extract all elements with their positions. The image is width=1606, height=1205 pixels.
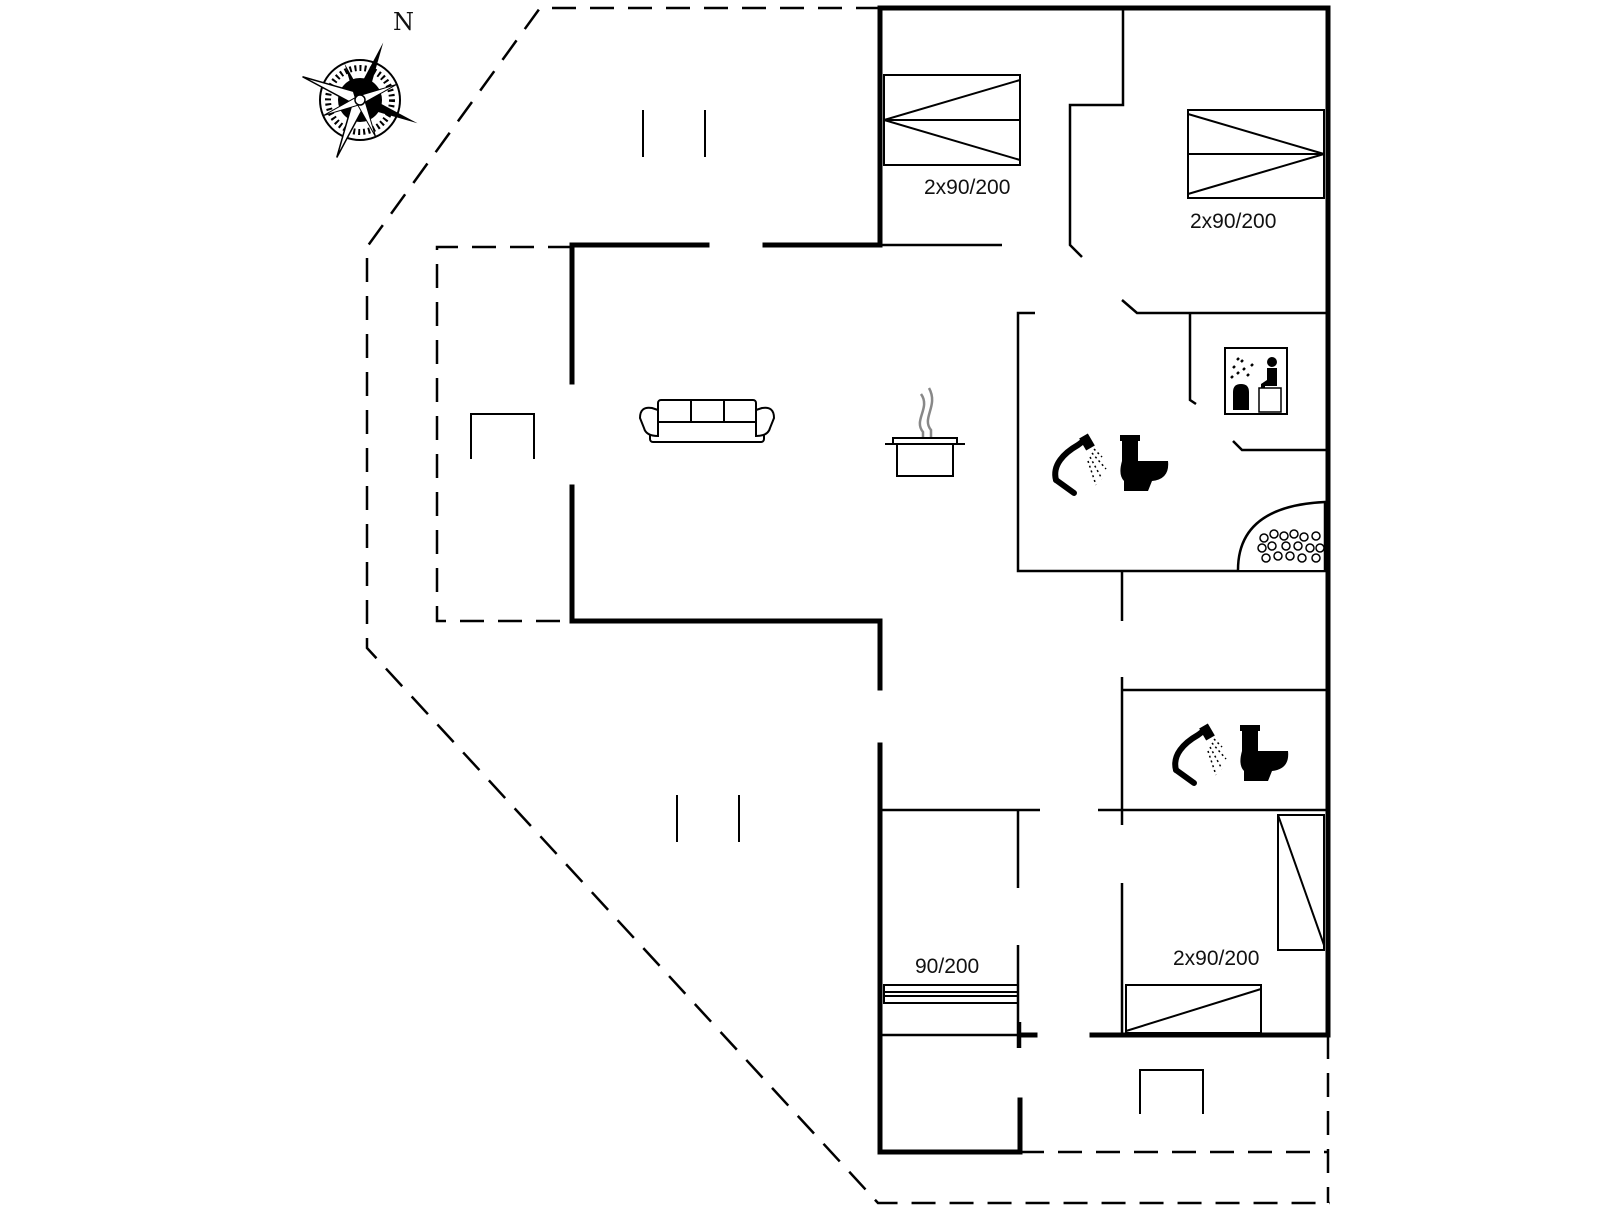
exterior-walls: [569, 5, 1331, 1155]
bed-label: 90/200: [915, 955, 979, 978]
terrace-outline: [365, 6, 1330, 1205]
sofa-icon: [638, 399, 776, 443]
bed-south-single: [883, 984, 1019, 1004]
bed-label: 2x90/200: [1173, 947, 1259, 970]
bed-north-1: [883, 74, 1021, 166]
cooking-pot-icon: [885, 387, 965, 477]
interior-walls: [880, 8, 1328, 1048]
spa-tub-icon: [1236, 500, 1327, 571]
door-markers: [470, 110, 1204, 1114]
bed-south-double-upper: [1277, 814, 1325, 951]
shower-icon: [1052, 433, 1107, 496]
sauna-icon: [1224, 347, 1288, 415]
toilet-icon: [1240, 725, 1289, 781]
bed-label: 2x90/200: [1190, 210, 1276, 233]
north-label: N: [393, 8, 414, 36]
terrace-outline-south: [1020, 1035, 1330, 1203]
bed-north-2: [1187, 109, 1325, 199]
terrace-outline-west: [435, 245, 572, 623]
bed-label: 2x90/200: [924, 176, 1010, 199]
bed-south-double-lower: [1125, 984, 1262, 1034]
shower-icon: [1172, 723, 1227, 786]
toilet-icon: [1120, 435, 1169, 491]
compass-icon: [302, 42, 418, 158]
